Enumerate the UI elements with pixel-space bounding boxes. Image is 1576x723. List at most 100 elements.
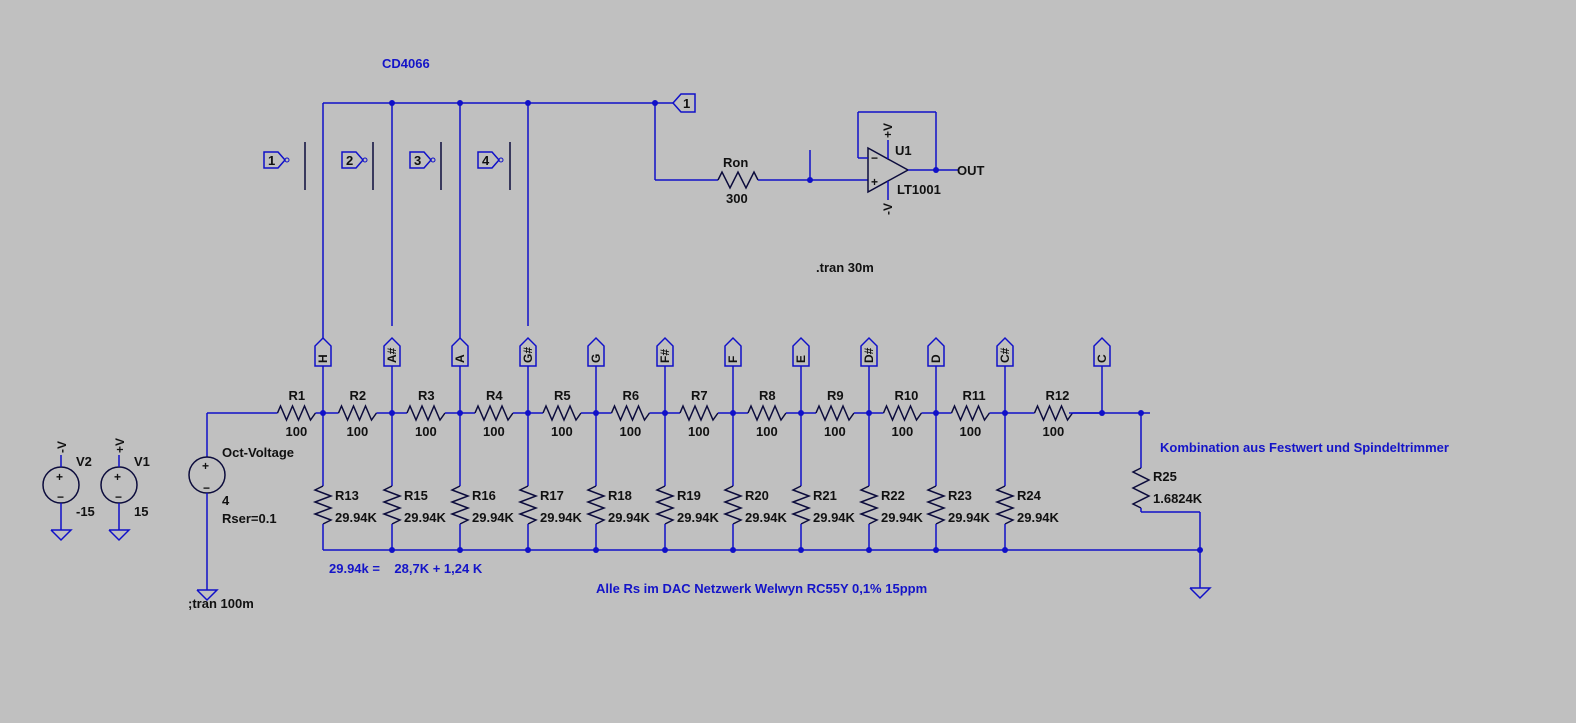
series-resistor-r1[interactable]: R1 100: [270, 388, 323, 439]
series-resistor-name: R12: [1046, 388, 1070, 403]
series-resistor-value: 100: [415, 424, 437, 439]
opamp-u1[interactable]: − + U1 LT1001 +V -V OUT: [857, 111, 985, 215]
shunt-resistor-value: 29.94K: [404, 510, 447, 525]
note-label: H: [316, 354, 330, 363]
dac-ladder: R1100R2100R3100R4100R5100R6100R7100R8100…: [207, 336, 1111, 553]
v1-value: 15: [134, 504, 148, 519]
note-label: G#: [521, 347, 535, 363]
shunt-resistor-name: R21: [813, 488, 837, 503]
note-tap-gsharp[interactable]: G#: [519, 336, 537, 416]
note-tap-dsharp[interactable]: D#: [860, 336, 878, 416]
shunt-resistor-value: 29.94K: [881, 510, 924, 525]
shunt-resistor-r17[interactable]: R17 29.94K: [517, 413, 583, 553]
note-tap-f[interactable]: F: [724, 336, 742, 416]
switch-ctrl-flag-1[interactable]: 1: [263, 151, 290, 169]
svg-text:1: 1: [683, 96, 690, 111]
shunt-resistor-name: R22: [881, 488, 905, 503]
chip-comment: CD4066: [382, 56, 430, 71]
source-value: 4: [222, 493, 230, 508]
opamp-model: LT1001: [897, 182, 941, 197]
note-label: F: [726, 356, 740, 363]
note-tap-g[interactable]: G: [587, 336, 605, 416]
series-resistor-value: 100: [286, 424, 308, 439]
svg-text:+: +: [202, 459, 209, 473]
series-resistor-name: R1: [289, 388, 306, 403]
note-label: A#: [385, 347, 399, 363]
ron-resistor[interactable]: Ron 300: [654, 103, 868, 206]
svg-text:+: +: [114, 470, 121, 484]
shunt-resistor-name: R20: [745, 488, 769, 503]
svg-text:−: −: [57, 490, 64, 504]
note-tap-e[interactable]: E: [792, 336, 810, 416]
shunt-resistor-value: 29.94K: [335, 510, 378, 525]
net-flag-1[interactable]: 1: [671, 93, 696, 113]
note-label: E: [794, 355, 808, 363]
shunt-resistor-value: 29.94K: [745, 510, 788, 525]
resistor-equation-comment: 29.94k = 28,7K + 1,24 K: [329, 561, 483, 576]
note-label: C: [1095, 354, 1109, 363]
note-tap-asharp[interactable]: A#: [383, 336, 401, 416]
series-resistor-name: R8: [759, 388, 776, 403]
series-resistor-r12[interactable]: R12 100: [1005, 388, 1102, 439]
opamp-pos-rail: +V: [881, 123, 895, 138]
switch-ctrl-flag-2[interactable]: 2: [341, 151, 368, 169]
shunt-resistor-name: R13: [335, 488, 359, 503]
shunt-resistor-r20[interactable]: R20 29.94K: [722, 413, 788, 553]
series-resistor-value: 100: [483, 424, 505, 439]
series-resistor-name: R10: [895, 388, 919, 403]
svg-text:+: +: [871, 175, 878, 189]
r25-trimmer[interactable]: R25 1.6824K: [1069, 410, 1203, 550]
note-tap-d[interactable]: D: [927, 336, 945, 416]
switch-ctrl-flag-4[interactable]: 4: [477, 151, 504, 169]
shunt-resistor-r22[interactable]: R22 29.94K: [858, 413, 924, 553]
note-tap-csharp[interactable]: C#: [996, 336, 1014, 416]
series-resistor-value: 100: [1043, 424, 1065, 439]
source-name: Oct-Voltage: [222, 445, 294, 460]
shunt-resistor-name: R17: [540, 488, 564, 503]
cd4066-switches: [304, 122, 529, 190]
note-tap-h[interactable]: H: [314, 336, 332, 416]
shunt-resistor-name: R19: [677, 488, 701, 503]
series-resistor-r3[interactable]: R3 100: [392, 388, 460, 439]
v1-name: V1: [134, 454, 150, 469]
shunt-resistor-value: 29.94K: [540, 510, 583, 525]
supply-v2[interactable]: + − -V V2 -15: [42, 441, 95, 542]
switch-ctrl-flag-3[interactable]: 3: [409, 151, 436, 169]
series-resistor-r9[interactable]: R9 100: [801, 388, 869, 439]
svg-text:2: 2: [346, 153, 353, 168]
svg-text:−: −: [203, 481, 210, 495]
r25-name: R25: [1153, 469, 1177, 484]
series-resistor-name: R5: [554, 388, 571, 403]
tran-directive: .tran 30m: [816, 260, 874, 275]
note-tap-c[interactable]: C: [1093, 336, 1111, 416]
oct-voltage-source[interactable]: + − Oct-Voltage 4 Rser=0.1: [188, 413, 294, 602]
shunt-resistor-r13[interactable]: R13 29.94K: [312, 413, 378, 550]
note-tap-fsharp[interactable]: F#: [656, 336, 674, 416]
series-resistor-name: R6: [623, 388, 640, 403]
supply-v1[interactable]: + − +V V1 15: [100, 438, 150, 542]
series-resistor-name: R9: [827, 388, 844, 403]
note-tap-a[interactable]: A: [451, 336, 469, 416]
opamp-neg-rail: -V: [881, 203, 895, 215]
shunt-resistor-value: 29.94K: [1017, 510, 1060, 525]
shunt-resistor-value: 29.94K: [472, 510, 515, 525]
series-resistor-value: 100: [824, 424, 846, 439]
series-resistor-name: R3: [418, 388, 435, 403]
shunt-resistor-value: 29.94K: [948, 510, 991, 525]
note-label: F#: [658, 349, 672, 363]
